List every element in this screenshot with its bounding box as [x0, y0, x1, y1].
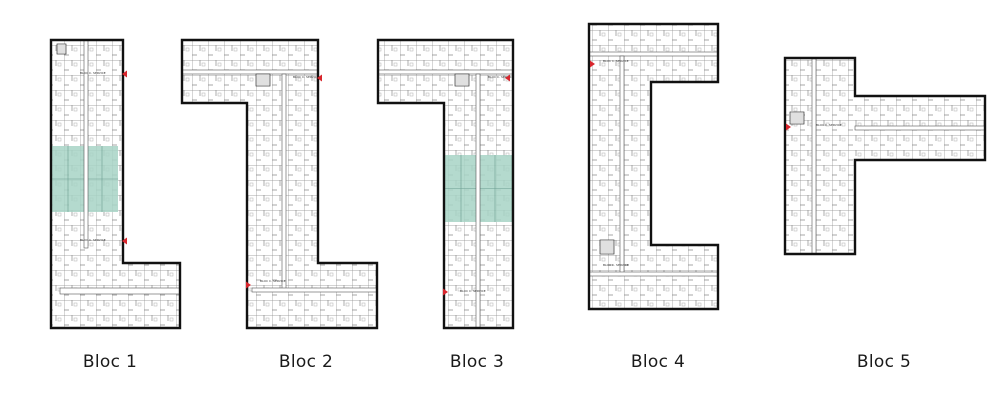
block-label-3: Bloc 3 [449, 352, 505, 372]
core-label: BLOC C. SERVICE [603, 59, 629, 63]
block-4-outer-wall [587, 22, 720, 311]
block-label-1: Bloc 1 [82, 352, 138, 372]
core-label: BLOC C. SERVICE [260, 279, 286, 283]
entrance-arrow-icon [122, 70, 127, 78]
corridor [619, 55, 625, 276]
entrance-arrow-icon [246, 281, 251, 289]
block-5-rooms [785, 58, 985, 254]
corridor [281, 73, 287, 291]
stair-core [56, 43, 67, 55]
entrance-arrow-icon [590, 60, 595, 68]
core-label: BLOC C. SERVICE [80, 71, 106, 75]
core-label: BLOC C. SERVICE [603, 263, 629, 267]
corridor [588, 271, 719, 277]
block-label-2: Bloc 2 [278, 352, 334, 372]
block-2-plan: BLOC C. SERVICE BLOC C. SERVICE [180, 38, 379, 330]
block-5-outer-wall [783, 56, 987, 256]
block-2-outer-wall [180, 38, 379, 330]
core-label: BLOC C. SERVICE [460, 289, 486, 293]
block-label-4: Bloc 4 [630, 352, 686, 372]
entrance-arrow-icon [122, 237, 127, 245]
corridor [377, 69, 514, 75]
block-4-plan: BLOC C. SERVICE BLOC C. SERVICE [587, 22, 720, 311]
block-1-outer-wall [49, 38, 182, 330]
entrance-arrow-icon [786, 123, 791, 131]
block-label-5: Bloc 5 [856, 352, 912, 372]
corridor [588, 51, 719, 57]
block-3-outer-wall [376, 38, 515, 330]
core-label: BLOC C. SERVICE [816, 123, 842, 127]
stair-core [454, 73, 470, 87]
corridor [251, 287, 378, 293]
stair-core [599, 239, 615, 255]
block-3-plan: BLOC C. SERVICE BLOC C. SERVICE [376, 38, 515, 330]
core-label: BLOC C. SERVICE [80, 238, 106, 242]
core-label: BLOC C. SERVICE [488, 75, 514, 79]
entrance-arrow-icon [505, 74, 510, 82]
stair-core [789, 111, 805, 125]
corridor [811, 57, 817, 255]
corridor [59, 287, 181, 295]
block-5-plan: BLOC C. SERVICE [783, 56, 987, 256]
corridor [854, 125, 986, 131]
core-label: BLOC C. SERVICE [293, 75, 319, 79]
entrance-arrow-icon [443, 288, 448, 296]
block-1-plan: BLOC C. SERVICE BLOC C. SERVICE [49, 38, 182, 330]
stair-core [255, 73, 271, 87]
block-2-rooms [182, 40, 377, 328]
corridor [181, 69, 319, 75]
entrance-arrow-icon [317, 74, 322, 82]
